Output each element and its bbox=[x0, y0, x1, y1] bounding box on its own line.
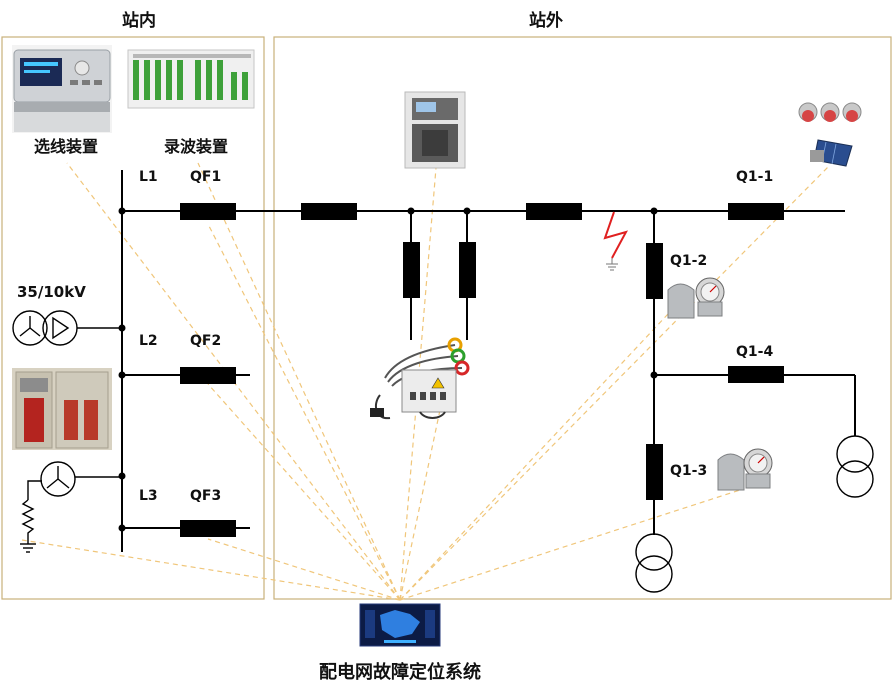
fault-point-icon bbox=[603, 211, 629, 271]
link-q1-3 bbox=[399, 489, 741, 601]
fault-indicator-icon-q1-3 bbox=[717, 448, 773, 491]
distribution-transformer-q1-3 bbox=[635, 533, 673, 593]
breaker-q1-4 bbox=[728, 366, 784, 383]
inside-station-title: 站内 bbox=[122, 10, 156, 31]
dashboard-screen-icon bbox=[359, 603, 441, 647]
system-title: 配电网故障定位系统 bbox=[319, 661, 481, 683]
selector-device-label: 选线装置 bbox=[34, 137, 98, 156]
breaker-q1-1 bbox=[728, 203, 784, 220]
qf2-label: QF2 bbox=[190, 333, 221, 349]
outside-station-frame bbox=[273, 36, 892, 600]
line-l2-label: L2 bbox=[139, 333, 158, 349]
breaker-branch-a bbox=[403, 242, 420, 298]
inside-station-frame bbox=[1, 36, 265, 600]
fault-indicator-icon-q1-2 bbox=[667, 277, 725, 319]
link-q1-1 bbox=[399, 164, 831, 601]
qf3-label: QF3 bbox=[190, 488, 221, 504]
outside-station-title: 站外 bbox=[529, 10, 563, 31]
distribution-transformer-q1-4 bbox=[836, 435, 874, 498]
link-collector bbox=[399, 409, 441, 601]
q1-2-label: Q1-2 bbox=[670, 253, 707, 269]
q1-4-label: Q1-4 bbox=[736, 344, 773, 360]
breaker-q1-3 bbox=[646, 444, 663, 500]
switch-cabinet-icon bbox=[12, 368, 112, 450]
main-transformer-symbol bbox=[12, 310, 122, 346]
protection-relay-icon bbox=[12, 45, 112, 133]
bus-node-ground-tf bbox=[118, 472, 126, 480]
link-qf3 bbox=[207, 538, 401, 601]
solar-panel-icon bbox=[810, 139, 853, 167]
q1-1-label: Q1-1 bbox=[736, 169, 773, 185]
voltage-label: 35/10kV bbox=[17, 283, 86, 301]
link-qf2 bbox=[207, 383, 401, 601]
line-l1-label: L1 bbox=[139, 169, 158, 185]
breaker-q1-2 bbox=[646, 243, 663, 299]
link-qf1 bbox=[207, 223, 401, 601]
breaker-line-2 bbox=[526, 203, 582, 220]
wave-recorder-icon bbox=[127, 49, 255, 109]
qf1-label: QF1 bbox=[190, 169, 221, 185]
breaker-qf3 bbox=[180, 520, 236, 537]
breaker-qf1 bbox=[180, 203, 236, 220]
recorder-device-label: 录波装置 bbox=[164, 137, 228, 156]
ftu-cabinet-icon bbox=[404, 91, 466, 169]
q1-3-label: Q1-3 bbox=[670, 463, 707, 479]
line-l3-label: L3 bbox=[139, 488, 158, 504]
overhead-sensors-icon bbox=[798, 102, 862, 122]
breaker-qf2 bbox=[180, 367, 236, 384]
collection-unit-icon bbox=[370, 337, 470, 420]
breaker-line-1 bbox=[301, 203, 357, 220]
link-q1-2 bbox=[399, 313, 669, 601]
breaker-branch-b bbox=[459, 242, 476, 298]
link-ground bbox=[21, 539, 401, 601]
grounding-transformer-symbol bbox=[20, 461, 122, 553]
